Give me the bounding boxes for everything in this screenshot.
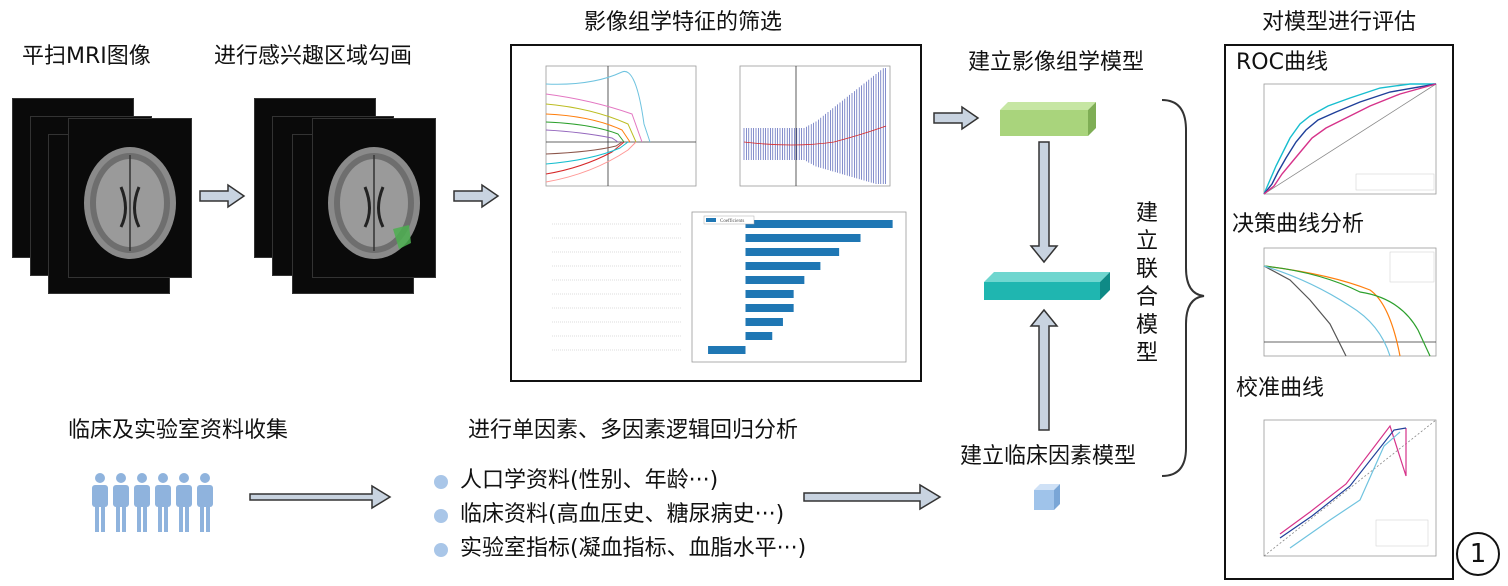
person-icon: [113, 473, 129, 532]
build-radiomics-label: 建立影像组学模型: [968, 50, 1145, 75]
coef-bar: [745, 220, 893, 228]
coef-bar: [745, 248, 840, 256]
arrow-regression-to-clinical-model: [803, 483, 942, 511]
brace: [1161, 99, 1205, 477]
factor-item-clinical: 临床资料(高血压史、糖尿病史···): [460, 502, 785, 527]
mri-slice-front: [312, 118, 436, 278]
coef-bar: [745, 262, 821, 270]
arrow-roi-to-features: [453, 184, 499, 208]
brain-image-roi: [328, 147, 420, 259]
coef-bar: [745, 276, 805, 284]
dca-plot: [1263, 247, 1437, 357]
clinical-collect-label: 临床及实验室资料收集: [68, 418, 289, 443]
roi-label: 进行感兴趣区域勾画: [214, 44, 413, 69]
plain-mri-label: 平扫MRI图像: [22, 44, 151, 69]
arrow-radiomics-to-combined: [1029, 141, 1059, 264]
legend-box: [703, 215, 755, 225]
factor-item-laboratory: 实验室指标(凝血指标、血脂水平···): [460, 536, 807, 561]
coef-bar: [745, 318, 783, 326]
coefficient-bar-chart: Coefficients: [552, 211, 907, 363]
person-icon: [92, 473, 108, 532]
bullet-icon: [434, 543, 448, 557]
evaluate-label: 对模型进行评估: [1262, 10, 1417, 35]
mri-slice-front: [68, 118, 192, 278]
bullet-icon: [434, 475, 448, 489]
build-clinical-label: 建立临床因素模型: [960, 444, 1137, 469]
regression-label: 进行单因素、多因素逻辑回归分析: [468, 418, 799, 443]
person-icon: [155, 473, 171, 532]
combined-model-box: [984, 272, 1110, 300]
feature-selection-panel: Coefficients: [510, 44, 922, 382]
coef-bar: [745, 304, 794, 312]
legend-swatch: [706, 218, 716, 222]
coef-bar: [745, 332, 773, 340]
person-icon: [197, 473, 213, 532]
people-icon: [92, 473, 213, 532]
feature-select-label: 影像组学特征的筛选: [584, 10, 783, 35]
person-icon: [176, 473, 192, 532]
clinical-model-box: [1034, 484, 1060, 510]
figure-number-badge: 1: [1456, 532, 1500, 576]
bullet-icon: [434, 509, 448, 523]
dca-label: 决策曲线分析: [1232, 212, 1365, 237]
radiomics-model-box: [1000, 102, 1096, 136]
coef-bar: [745, 290, 794, 298]
cv-error-plot: [739, 65, 891, 187]
factor-item-demographic: 人口学资料(性别、年龄···): [460, 468, 719, 493]
combined-model-label: 建立联合模型: [1135, 201, 1158, 366]
arrow-clinical-to-combined: [1029, 308, 1059, 431]
calibration-plot: [1263, 419, 1437, 557]
evaluation-panel: ROC曲线 决策曲线分析 校准曲线: [1224, 44, 1454, 580]
calibration-label: 校准曲线: [1236, 376, 1325, 401]
roc-label: ROC曲线: [1236, 50, 1328, 75]
brain-image: [84, 147, 176, 259]
arrow-clinical-to-regression: [249, 484, 392, 510]
lasso-path-plot: [545, 65, 697, 187]
roc-plot: [1263, 83, 1437, 195]
coef-bar: [745, 234, 861, 242]
person-icon: [134, 473, 150, 532]
arrow-features-to-model: [933, 106, 979, 130]
coef-bar: [708, 346, 746, 354]
legend-label: Coefficients: [720, 219, 744, 224]
arrow-mri-to-roi: [199, 184, 245, 208]
